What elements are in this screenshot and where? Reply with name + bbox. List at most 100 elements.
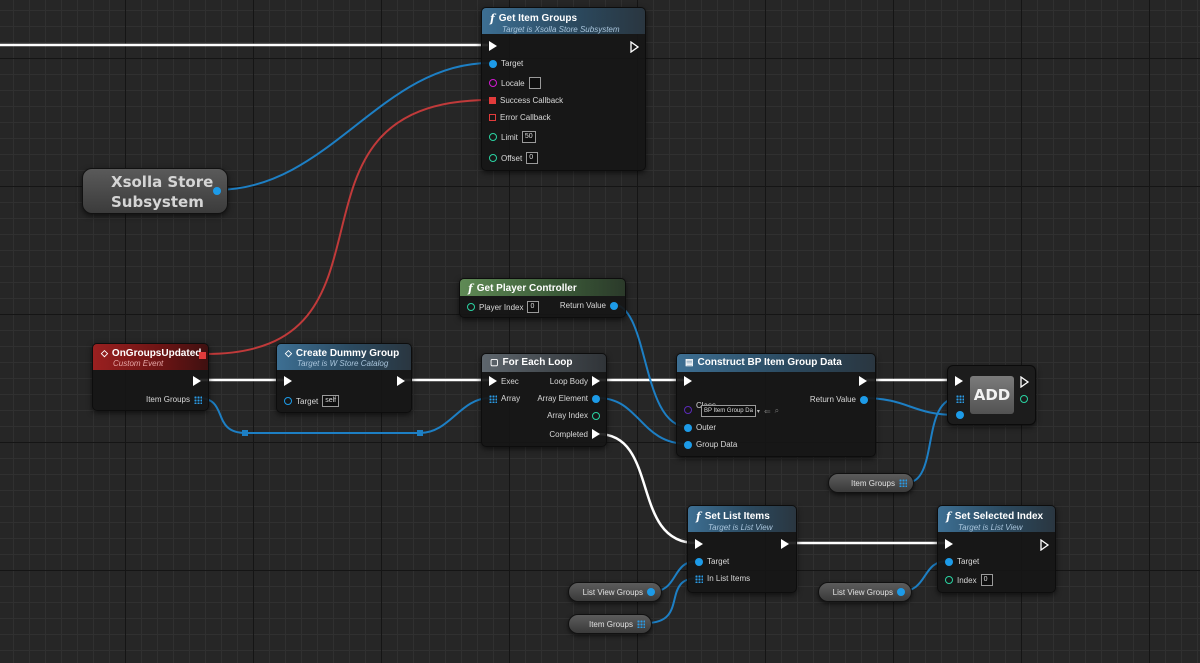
- in-list-items-pin[interactable]: [695, 574, 703, 583]
- group-data-pin[interactable]: [684, 440, 692, 449]
- target-pin[interactable]: [284, 397, 292, 405]
- player-index-input[interactable]: 0: [527, 301, 540, 313]
- limit-pin[interactable]: [489, 133, 497, 141]
- index-pin[interactable]: [945, 576, 953, 584]
- target-array-pin[interactable]: [956, 395, 964, 403]
- limit-input[interactable]: 50: [521, 131, 536, 143]
- exec-in-pin[interactable]: [489, 376, 497, 386]
- error-callback-pin[interactable]: [489, 114, 496, 121]
- exec-out-pin[interactable]: [193, 376, 201, 386]
- index-input[interactable]: 0: [980, 574, 993, 586]
- exec-in-pin[interactable]: [955, 376, 963, 386]
- variable-label: Item Groups: [850, 478, 895, 488]
- node-construct-bp-item-group-data[interactable]: ▤Construct BP Item Group Data Class BP I…: [676, 353, 876, 457]
- object-out-pin[interactable]: [897, 588, 905, 596]
- node-header: ◇Create Dummy Group Target is W Store Ca…: [277, 344, 411, 370]
- pin-label: Array Element: [537, 394, 588, 403]
- browse-search-icon[interactable]: ⌕: [774, 406, 780, 415]
- node-xsolla-store-subsystem[interactable]: Xsolla Store Subsystem: [82, 168, 228, 214]
- function-icon: f: [946, 510, 951, 523]
- pin-label: Target: [501, 59, 524, 68]
- index-out-pin[interactable]: [1020, 395, 1028, 403]
- exec-in-pin[interactable]: [684, 376, 692, 386]
- target-pin[interactable]: [945, 557, 953, 566]
- pin-label: Array: [501, 394, 521, 403]
- exec-out-pin[interactable]: [1040, 539, 1050, 551]
- node-subtitle: Target is W Store Catalog: [297, 359, 389, 368]
- exec-in-pin[interactable]: [489, 41, 497, 51]
- variable-item-groups-lower[interactable]: Item Groups: [568, 614, 652, 634]
- array-out-pin[interactable]: [899, 479, 907, 487]
- node-title: Construct BP Item Group Data: [697, 357, 842, 368]
- exec-out-pin[interactable]: [781, 539, 789, 549]
- exec-out-pin[interactable]: [1020, 376, 1030, 388]
- item-groups-pin[interactable]: [194, 395, 202, 404]
- player-index-pin[interactable]: [467, 303, 475, 311]
- return-value-pin[interactable]: [610, 301, 618, 310]
- exec-out-pin[interactable]: [397, 376, 405, 386]
- array-pin[interactable]: [489, 394, 497, 403]
- loop-body-pin[interactable]: [592, 376, 600, 386]
- completed-pin[interactable]: [592, 429, 600, 439]
- pin-label: Target: [707, 557, 730, 566]
- target-pin[interactable]: [489, 59, 497, 68]
- new-item-pin[interactable]: [956, 411, 964, 419]
- output-pin[interactable]: [213, 187, 221, 195]
- pin-label: Outer: [696, 423, 717, 432]
- class-select[interactable]: BP Item Group Da: [701, 405, 756, 417]
- exec-out-pin[interactable]: [630, 41, 640, 53]
- node-subtitle: Custom Event: [113, 359, 164, 368]
- exec-in-pin[interactable]: [695, 539, 703, 549]
- pin-label: Exec: [501, 376, 519, 386]
- object-out-pin[interactable]: [647, 588, 655, 596]
- variable-label: List View Groups: [582, 587, 643, 597]
- target-pin[interactable]: [695, 557, 703, 566]
- node-array-add[interactable]: ADD: [947, 365, 1036, 425]
- pin-label: Item Groups: [145, 395, 190, 404]
- variable-label: List View Groups: [832, 587, 893, 597]
- pin-label: Completed: [549, 429, 588, 439]
- array-index-pin[interactable]: [592, 411, 600, 420]
- add-label: ADD: [970, 376, 1014, 414]
- outer-pin[interactable]: [684, 423, 692, 432]
- return-value-pin[interactable]: [860, 395, 868, 404]
- target-input[interactable]: self: [322, 395, 340, 407]
- variable-list-view-groups-right[interactable]: List View Groups: [818, 582, 912, 602]
- pin-label: Group Data: [696, 440, 738, 449]
- offset-input[interactable]: 0: [526, 152, 539, 164]
- delegate-out-pin[interactable]: [199, 352, 206, 359]
- pin-label: Target: [957, 557, 980, 566]
- array-out-pin[interactable]: [637, 620, 645, 628]
- node-header: ▢For Each Loop: [482, 354, 606, 372]
- wire-return-to-add: [861, 397, 959, 416]
- chevron-down-icon[interactable]: ▾: [756, 408, 760, 415]
- node-title: OnGroupsUpdated: [111, 348, 202, 359]
- node-title: Get Item Groups: [498, 13, 578, 24]
- use-selected-arrow-icon[interactable]: ⇐: [763, 406, 771, 416]
- offset-pin[interactable]: [489, 154, 497, 162]
- variable-item-groups[interactable]: Item Groups: [828, 473, 914, 493]
- node-create-dummy-group[interactable]: ◇Create Dummy Group Target is W Store Ca…: [276, 343, 412, 413]
- pin-label: Array Index: [547, 411, 588, 420]
- array-element-pin[interactable]: [592, 394, 600, 403]
- exec-in-pin[interactable]: [945, 539, 953, 549]
- node-for-each-loop[interactable]: ▢For Each Loop Exec Loop Body Array Arra…: [481, 353, 607, 447]
- variable-list-view-groups[interactable]: List View Groups: [568, 582, 662, 602]
- exec-in-pin[interactable]: [284, 376, 292, 386]
- class-pin[interactable]: [684, 406, 692, 414]
- node-on-groups-updated[interactable]: ◇OnGroupsUpdated Custom Event Item Group…: [92, 343, 209, 411]
- pin-label: Loop Body: [549, 376, 588, 386]
- locale-input[interactable]: [528, 77, 541, 89]
- locale-pin[interactable]: [489, 79, 497, 87]
- success-callback-pin[interactable]: [489, 97, 496, 104]
- exec-out-pin[interactable]: [859, 376, 867, 386]
